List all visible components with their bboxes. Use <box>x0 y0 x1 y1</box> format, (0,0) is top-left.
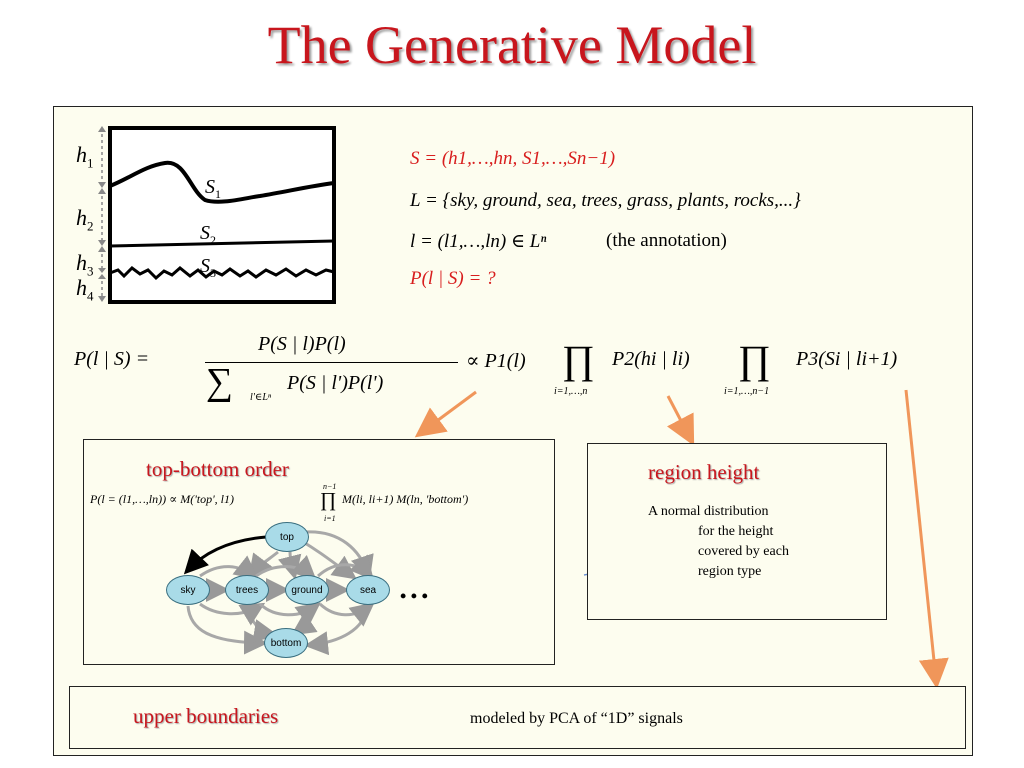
upper-boundaries-box <box>69 686 966 749</box>
region-height-desc-2: for the height <box>698 524 774 539</box>
top-bottom-formula-right: M(li, li+1) M(ln, 'bottom') <box>342 492 469 506</box>
upper-boundaries-heading: upper boundaries <box>133 704 279 728</box>
node-top: top <box>265 522 309 552</box>
equation-numerator: P(S | l)P(l) <box>258 333 346 355</box>
node-bottom: bottom <box>264 628 308 658</box>
product-symbol-2: ∏ <box>738 337 771 382</box>
top-bottom-prod-sub: i=1 <box>324 514 336 523</box>
s2-label: S2 <box>200 222 216 247</box>
node-trees: trees <box>225 575 269 605</box>
node-sky: sky <box>166 575 210 605</box>
question-equation: P(l | S) = ? <box>410 268 496 289</box>
slide-title: The Generative Model <box>267 15 757 75</box>
annotation-note: (the annotation) <box>606 230 727 251</box>
h2-label: h2 <box>76 205 94 234</box>
node-ground: ground <box>285 575 329 605</box>
equation-denominator: P(S | l')P(l') <box>287 372 384 394</box>
definition-s: S = (h1,…,hn, S1,…,Sn−1) <box>410 148 616 169</box>
h3-label: h3 <box>76 250 94 279</box>
fraction-bar <box>205 362 458 363</box>
top-bottom-heading: top-bottom order <box>146 457 289 481</box>
product-subscript-2: i=1,…,n−1 <box>724 386 770 397</box>
s3-label: S3 <box>200 255 216 280</box>
product-symbol-1: ∏ <box>562 337 595 382</box>
sum-symbol: ∑ <box>206 361 234 403</box>
region-height-desc-1: A normal distribution <box>648 504 769 519</box>
region-height-heading: region height <box>648 460 760 484</box>
region-height-box <box>587 443 887 620</box>
node-sea: sea <box>346 575 390 605</box>
h4-label: h4 <box>76 275 94 304</box>
region-height-desc-4: region type <box>698 564 762 579</box>
product-subscript-1: i=1,…,n <box>554 386 588 397</box>
s1-label: S1 <box>205 176 221 201</box>
region-height-desc-3: covered by each <box>698 544 789 559</box>
top-bottom-prod-symbol: ∏ <box>320 489 337 511</box>
upper-boundaries-description: modeled by PCA of “1D” signals <box>470 710 683 727</box>
graph-ellipsis: • • • <box>400 586 428 606</box>
definition-l-set: L = {sky, ground, sea, trees, grass, pla… <box>410 190 801 211</box>
top-bottom-formula-left: P(l = (l1,…,ln)) ∝ M('top', l1) <box>90 492 234 506</box>
h1-label: h1 <box>76 142 94 171</box>
top-bottom-prod-sup: n−1 <box>323 482 337 491</box>
equation-lhs: P(l | S) = <box>74 348 150 370</box>
sum-subscript: l'∈Lⁿ <box>250 392 272 403</box>
equation-p3: P3(Si | li+1) <box>796 348 898 370</box>
equation-p2: P2(hi | li) <box>612 348 690 370</box>
equation-p1: ∝ P1(l) <box>466 350 526 372</box>
definition-annotation: l = (l1,…,ln) ∈ Lⁿ <box>410 231 547 252</box>
